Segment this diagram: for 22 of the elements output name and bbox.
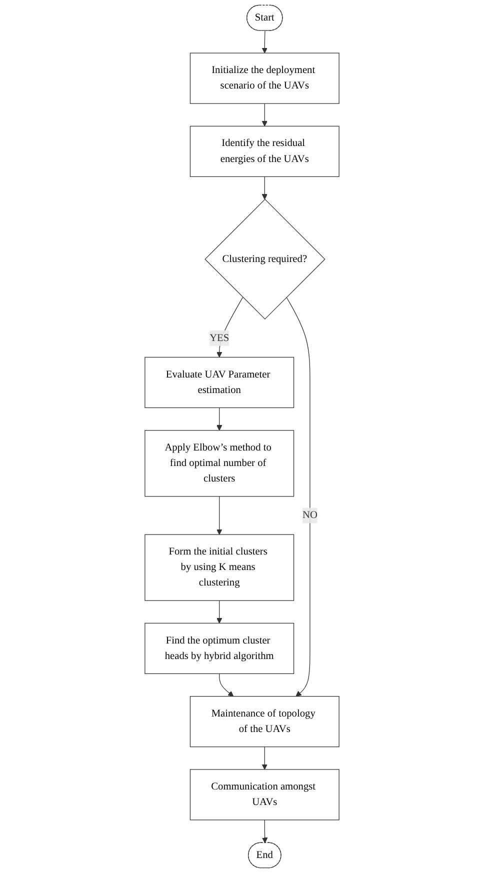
arrow [262, 746, 268, 770]
arrow [216, 600, 222, 624]
arrow [262, 103, 268, 126]
node-box: Communication amongst UAVs [190, 769, 340, 820]
arrow [219, 673, 234, 697]
node-box: Form the initial clusters by using K means clustering [144, 534, 294, 601]
arrow [262, 176, 268, 200]
edge-label: YES [210, 332, 230, 344]
arrow [262, 30, 268, 54]
arrow [216, 407, 222, 431]
arrow [262, 820, 268, 844]
arrow [216, 496, 222, 535]
node-box: Apply Elbow’s method to find optimal number of clusters [144, 430, 294, 497]
node-box: Find the optimum cluster heads by hybrid algorithm [144, 622, 294, 674]
edge-label: NO [302, 510, 318, 521]
node-box: Maintenance of topology of the UAVs [190, 696, 340, 748]
node-box: Identify the residual energies of the UAVs [190, 126, 340, 177]
arrow [286, 296, 310, 697]
arrow [216, 296, 244, 358]
node-box: Initialize the deployment scenario of the UAVs [190, 52, 340, 104]
node-box: Evaluate UAV Parameter estimation [144, 356, 294, 408]
node-diamond: Clustering required? [204, 198, 326, 320]
